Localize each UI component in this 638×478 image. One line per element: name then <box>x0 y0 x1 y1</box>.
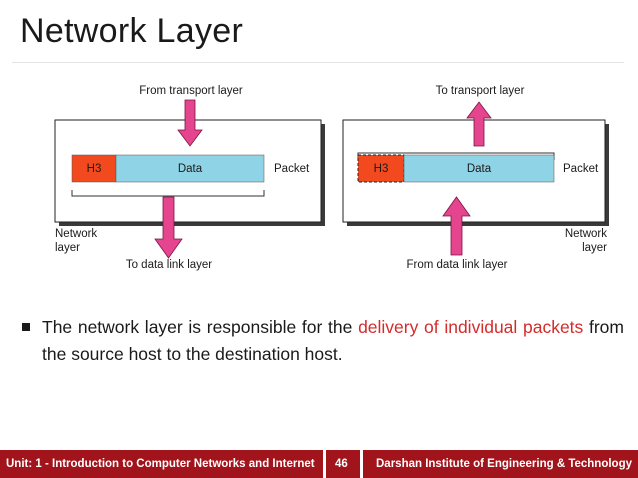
left-bracket <box>71 190 265 197</box>
right-layer-label-line1: Network <box>565 228 607 240</box>
right-arrow-out <box>466 101 492 147</box>
bullet-text-highlight: delivery of individual packets <box>358 317 584 337</box>
footer-bar: Unit: 1 - Introduction to Computer Netwo… <box>0 450 638 478</box>
right-panel: H3 Data Packet To transport layer From d… <box>342 85 609 271</box>
bullet-text-pre: The network layer is responsible for the <box>42 317 359 337</box>
bullet-text: The network layer is responsible for the… <box>42 314 624 368</box>
right-header-label: H3 <box>374 163 389 175</box>
bullet-point: The network layer is responsible for the… <box>22 314 624 368</box>
left-arrow-out-label: To data link layer <box>126 259 212 271</box>
right-data-block <box>403 154 555 183</box>
left-arrow-in <box>177 99 203 147</box>
footer-unit: Unit: 1 - Introduction to Computer Netwo… <box>6 458 315 470</box>
left-data-block <box>115 154 265 183</box>
footer-page-number: 46 <box>335 458 348 470</box>
network-layer-diagram: H3 Data Packet From transport layer To d… <box>54 85 609 271</box>
bullet-text-post: from the source host to the destination … <box>42 317 624 364</box>
right-arrow-out-label: To transport layer <box>436 85 525 97</box>
left-packet-label: Packet <box>274 163 310 175</box>
right-header-block <box>357 154 405 183</box>
title-divider <box>12 62 624 63</box>
left-data-label: Data <box>178 163 203 175</box>
left-header-label: H3 <box>87 163 102 175</box>
right-layer-label-line2: layer <box>582 242 607 254</box>
right-packet-label: Packet <box>563 163 599 175</box>
right-data-label: Data <box>467 163 492 175</box>
left-arrow-in-label: From transport layer <box>139 85 243 97</box>
slide-title: Network Layer <box>20 12 244 50</box>
right-arrow-in <box>442 196 471 256</box>
left-layer-label-line2: layer <box>55 242 80 254</box>
square-bullet-icon <box>22 323 30 331</box>
left-arrow-out <box>154 196 183 259</box>
right-arrow-in-label: From data link layer <box>407 259 508 271</box>
footer-divider-right <box>360 450 363 478</box>
left-layer-label-line1: Network <box>55 228 97 240</box>
footer-institute: Darshan Institute of Engineering & Techn… <box>376 458 632 470</box>
left-panel: H3 Data Packet From transport layer To d… <box>54 85 325 271</box>
left-header-block <box>71 154 117 183</box>
footer-divider-left <box>323 450 326 478</box>
